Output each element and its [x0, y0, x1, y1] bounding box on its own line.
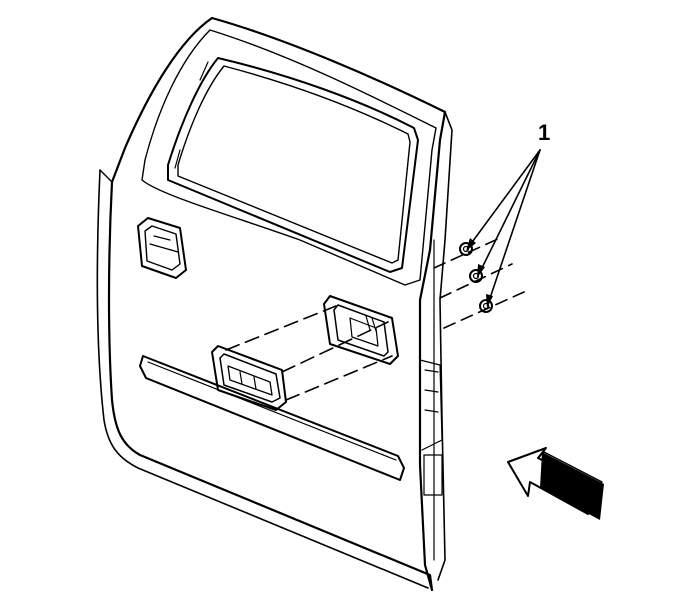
window-opening [167, 57, 419, 273]
nut-2 [469, 269, 483, 283]
armrest-strip [139, 355, 405, 481]
callout-1: 1 [466, 120, 550, 308]
inside-door-handle [211, 345, 287, 411]
rear-door [96, 16, 453, 592]
arrowhead-3 [486, 294, 493, 308]
handle-alignment-lines [225, 305, 393, 401]
callout-label: 1 [538, 120, 550, 145]
upper-handle-pocket [137, 217, 187, 279]
nut-alignment-lines [433, 237, 525, 329]
interior-handle-pocket [323, 295, 399, 365]
direction-arrow [507, 447, 604, 520]
arrowhead-1 [466, 238, 476, 251]
arrowhead-2 [477, 264, 485, 278]
arrow-shaft-side [540, 452, 604, 520]
